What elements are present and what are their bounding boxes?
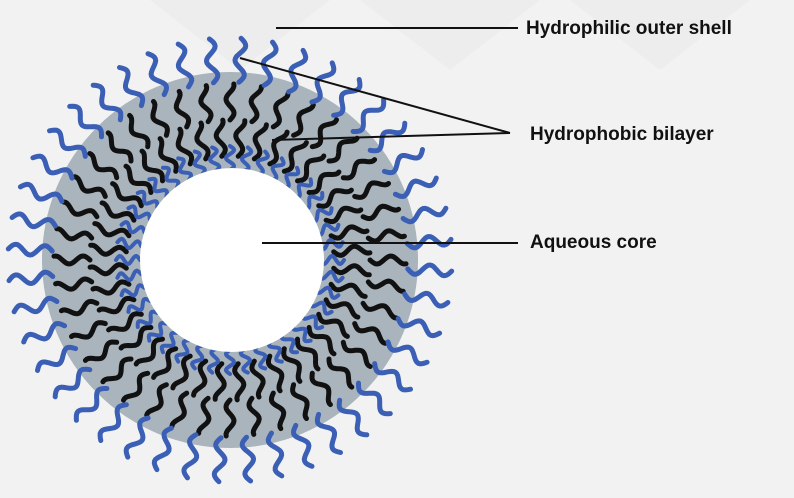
aqueous-core	[140, 168, 324, 352]
aqueous-core-label: Aqueous core	[530, 233, 657, 252]
hydrophilic-outer-shell-label: Hydrophilic outer shell	[526, 19, 732, 38]
hydrophobic-bilayer-label: Hydrophobic bilayer	[530, 125, 714, 144]
